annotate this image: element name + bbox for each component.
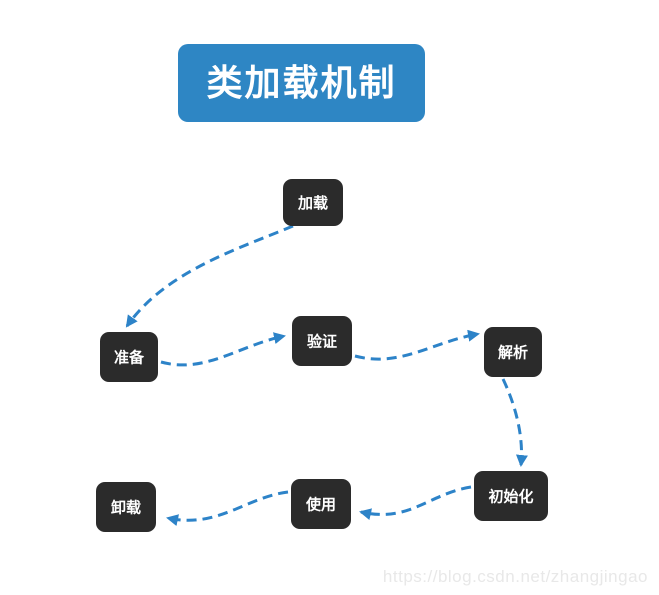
- edge-resolve-to-initialize: [501, 378, 528, 467]
- node-resolve: 解析: [484, 327, 542, 377]
- edge-verify-to-resolve: [354, 329, 480, 361]
- node-load-label: 加载: [297, 194, 328, 212]
- edge-initialize-to-use: [359, 485, 472, 521]
- edge-use-to-unload: [166, 490, 289, 527]
- diagram-title-label: 类加载机制: [206, 62, 397, 103]
- node-unload: 卸载: [96, 482, 156, 532]
- node-initialize: 初始化: [474, 471, 548, 521]
- edge-prepare-to-verify: [160, 332, 286, 367]
- node-use: 使用: [291, 479, 351, 529]
- node-verify: 验证: [292, 316, 352, 366]
- watermark-url: https://blog.csdn.net/zhangjingao: [382, 567, 648, 586]
- diagram-title-box: 类加载机制: [178, 44, 425, 122]
- node-resolve-label: 解析: [498, 344, 528, 362]
- node-load-shape: [283, 179, 343, 226]
- node-resolve-shape: [484, 327, 542, 377]
- node-verify-label: 验证: [307, 333, 337, 351]
- node-use-label: 使用: [305, 496, 336, 514]
- node-prepare: 准备: [100, 332, 158, 382]
- node-initialize-label: 初始化: [488, 488, 533, 506]
- edge-load-to-prepare: [125, 224, 294, 328]
- node-unload-label: 卸载: [111, 499, 141, 517]
- node-verify-shape: [292, 316, 352, 366]
- node-use-shape: [291, 479, 351, 529]
- node-load: 加载: [283, 179, 343, 226]
- node-unload-shape: [96, 482, 156, 532]
- node-initialize-shape: [474, 471, 548, 521]
- node-prepare-shape: [100, 332, 158, 382]
- node-prepare-label: 准备: [114, 349, 145, 367]
